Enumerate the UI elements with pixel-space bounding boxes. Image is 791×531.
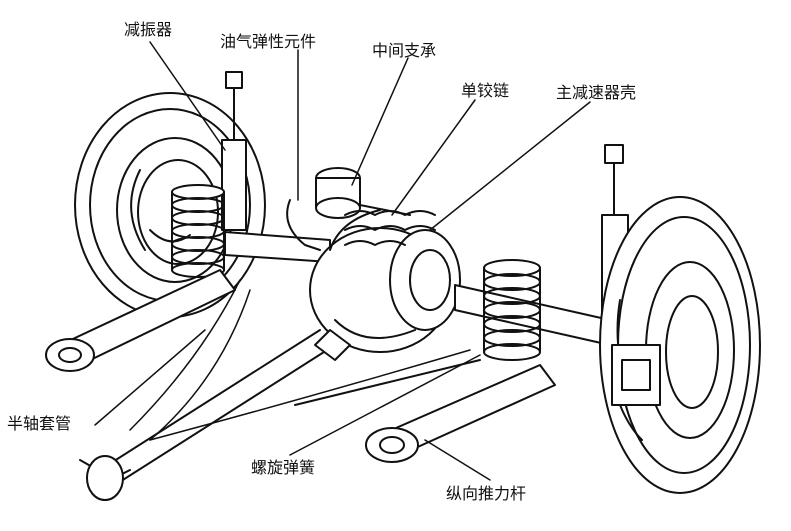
hydro-pneumatic-element <box>286 167 436 251</box>
final-drive-housing <box>309 209 461 353</box>
label-trailing-arm: 纵向推力杆 <box>446 484 527 503</box>
label-final-drive-housing: 主减速器壳 <box>556 83 637 102</box>
leader-lines <box>94 41 591 481</box>
label-hydro-pneumatic-element: 油气弹性元件 <box>220 32 317 51</box>
label-shock-absorber: 减振器 <box>124 20 173 39</box>
label-single-hinge: 单铰链 <box>461 81 510 100</box>
label-center-support: 中间支承 <box>372 41 437 60</box>
propeller-shaft <box>79 329 481 501</box>
brake-cables <box>129 279 471 441</box>
right-coil-spring <box>483 259 541 361</box>
label-coil-spring: 螺旋弹簧 <box>251 458 316 477</box>
label-axle-shaft-sleeve: 半轴套管 <box>7 414 72 433</box>
left-shock-absorber <box>221 71 247 231</box>
left-trailing-arm <box>45 269 236 372</box>
right-brake-caliper <box>611 344 661 406</box>
right-trailing-arm <box>365 364 556 463</box>
